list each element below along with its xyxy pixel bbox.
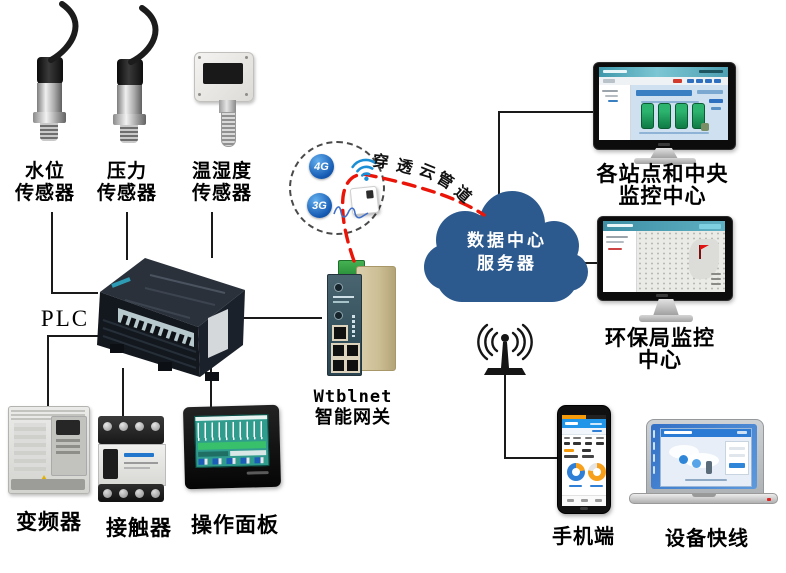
cloud-server-label: 数据中心 服务器	[467, 231, 547, 274]
epa-monitor-label: 环保局监控 中心	[605, 325, 715, 372]
connector-line	[210, 360, 212, 410]
sensor-label-temp-humidity: 温湿度 传感器	[191, 160, 252, 204]
donut-chart	[567, 463, 585, 481]
monitor-base	[639, 315, 693, 322]
badge-4g-label: 4G	[314, 160, 329, 173]
tunnel-text-char: 穿	[371, 151, 390, 172]
connector-line	[122, 368, 124, 418]
laptop-label: 设备快线	[665, 526, 749, 550]
ethernet-port	[345, 343, 360, 358]
plc-photo	[97, 258, 245, 381]
tunnel-text-char: 透	[394, 155, 415, 178]
lan-box-icon	[349, 185, 380, 216]
mobile-phone-photo	[557, 405, 611, 514]
ethernet-port	[331, 343, 346, 358]
ethernet-port	[345, 358, 360, 373]
hmi-panel-photo	[182, 404, 282, 490]
contactor-photo	[96, 414, 166, 504]
connector-line	[126, 212, 128, 260]
monitor-stand	[653, 299, 679, 316]
sensor-label-water-level: 水位 传感器	[14, 160, 75, 204]
sensor-cable-icon	[128, 5, 159, 65]
central-monitor-label: 各站点和中央 监控中心	[596, 161, 729, 208]
central-monitor-photo	[593, 62, 736, 150]
hmi-screen	[194, 414, 270, 468]
tunnel-text-char: 道	[450, 181, 476, 207]
connector-line	[504, 374, 506, 459]
pump-icon	[658, 103, 671, 129]
contactor-label: 接触器	[106, 515, 172, 540]
pump-icon	[692, 103, 705, 129]
connector-line	[47, 335, 49, 408]
badge-3g-label: 3G	[312, 199, 327, 212]
connector-line	[576, 262, 602, 264]
epa-monitor-screen	[603, 221, 725, 292]
phone-screen	[562, 415, 606, 506]
map-flag-icon	[699, 245, 701, 259]
laptop-base	[629, 493, 778, 504]
badge-4g: 4G	[309, 154, 334, 179]
mobile-label: 手机端	[552, 524, 615, 548]
gateway-label: Wtblnet 智能网关	[313, 387, 393, 428]
hmi-panel-label: 操作面板	[191, 512, 279, 537]
pump-icon	[675, 103, 688, 129]
connector-line	[211, 212, 213, 258]
login-panel	[725, 441, 749, 475]
connector-line	[238, 317, 322, 319]
antenna-icon	[477, 323, 533, 375]
vfd-label: 变频器	[16, 509, 82, 534]
plc-label: PLC	[40, 306, 90, 331]
connector-line	[51, 292, 98, 294]
central-monitor-screen	[599, 67, 728, 140]
person-figure	[706, 461, 712, 474]
connector-line	[498, 111, 596, 113]
connector-line	[498, 111, 500, 203]
app-window	[660, 428, 752, 487]
pump-icon	[641, 103, 654, 129]
connector-line	[504, 457, 560, 459]
badge-3g: 3G	[307, 193, 332, 218]
sensor-label-pressure: 压力 传感器	[96, 160, 157, 204]
ethernet-port	[332, 325, 348, 341]
epa-monitor-photo	[597, 216, 733, 301]
monitor-stand	[650, 148, 678, 159]
laptop-screen	[651, 424, 757, 489]
monitor-base	[634, 158, 696, 164]
login-button	[729, 463, 745, 468]
connector-line	[51, 212, 53, 294]
vfd-photo	[8, 406, 90, 494]
ethernet-port	[331, 358, 346, 373]
donut-chart	[588, 463, 606, 481]
connector-line	[47, 335, 98, 337]
sensor-cable-icon	[48, 1, 79, 63]
